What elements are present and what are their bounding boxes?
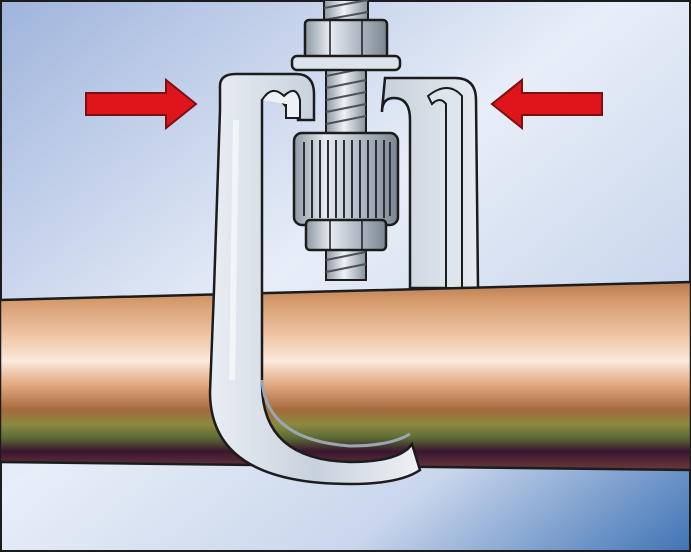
clamp-back-strap [380,76,480,290]
clamp-front-strap [208,72,422,486]
washer [290,54,402,72]
left-arrow-icon [85,77,198,131]
right-arrow-icon [490,77,603,131]
copper-pipe [0,280,691,472]
bottom-hex-nut [304,218,388,252]
knurled-nut [292,131,400,227]
top-hex-nut [303,18,389,60]
